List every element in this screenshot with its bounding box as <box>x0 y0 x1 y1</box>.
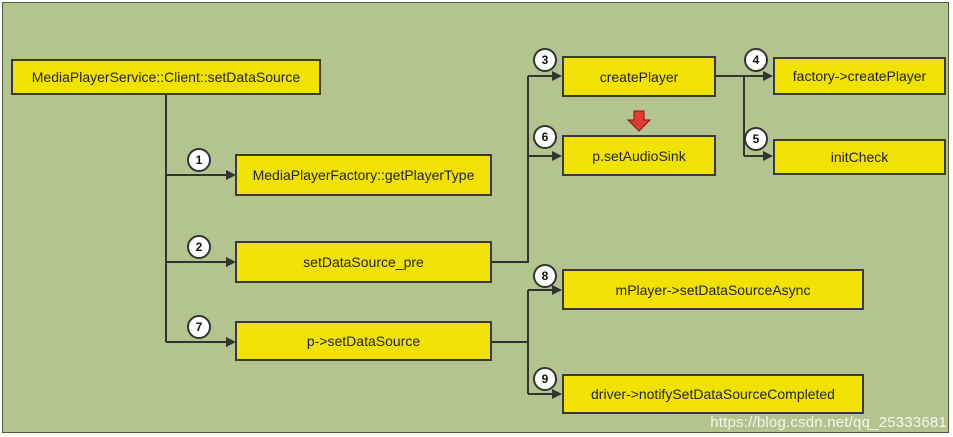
watermark-text: https://blog.csdn.net/qq_25333681 <box>710 414 947 431</box>
red-down-arrow-icon <box>626 110 652 132</box>
step-badge-6: 6 <box>533 125 557 149</box>
node-notify-completed: driver->notifySetDataSourceCompleted <box>562 374 864 414</box>
step-badge-5: 5 <box>744 127 768 151</box>
node-client-set-data-source: MediaPlayerService::Client::setDataSourc… <box>11 59 321 95</box>
step-badge-2: 2 <box>187 235 211 259</box>
connector-pre-trunk <box>492 76 529 263</box>
node-set-data-source-async: mPlayer->setDataSourceAsync <box>562 269 864 310</box>
node-create-player: createPlayer <box>562 56 716 97</box>
step-badge-8: 8 <box>533 264 557 288</box>
step-badge-9: 9 <box>533 367 557 391</box>
step-badge-7: 7 <box>187 315 211 339</box>
step-badge-3: 3 <box>533 48 557 72</box>
node-init-check: initCheck <box>773 139 946 175</box>
step-badge-1: 1 <box>187 148 211 172</box>
node-set-audio-sink: p.setAudioSink <box>562 135 716 176</box>
step-badge-4: 4 <box>744 48 768 72</box>
node-factory-create-player: factory->createPlayer <box>773 57 946 95</box>
node-p-set-data-source: p->setDataSource <box>235 321 492 361</box>
connector-create-trunk <box>716 75 745 156</box>
node-get-player-type: MediaPlayerFactory::getPlayerType <box>235 154 492 196</box>
node-set-data-source-pre: setDataSource_pre <box>235 241 492 283</box>
